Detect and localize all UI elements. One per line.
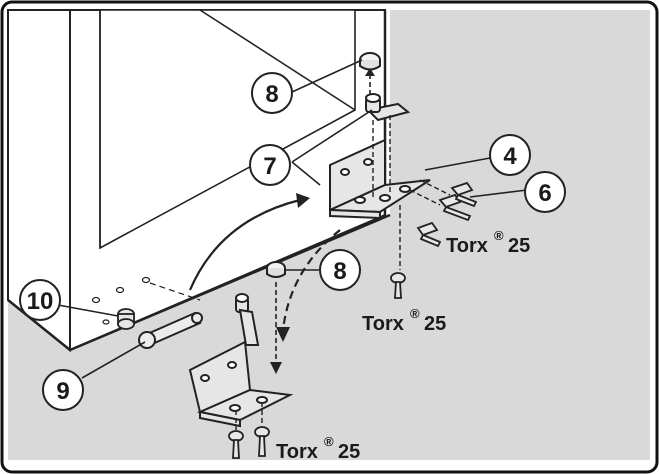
upper-cover-cap: [359, 52, 381, 71]
callout-8-lower-label: 8: [333, 258, 346, 285]
lower-bracket-screws: [228, 426, 270, 459]
torx-label-right-text: Torx: [446, 235, 488, 257]
callout-9-label: 9: [56, 378, 69, 405]
torx-label-right-reg: ®: [494, 228, 504, 243]
callout-8-upper: 8: [251, 72, 293, 114]
torx-label-middle-text: Torx: [362, 313, 404, 335]
torx-label-middle: Torx ® 25: [362, 306, 446, 335]
callout-6-label: 6: [538, 180, 551, 207]
move-arrow-up: [188, 198, 301, 291]
door-shadow-line: [199, 9, 356, 111]
upper-hinge-bracket: [329, 138, 431, 220]
torx-label-lower-text: Torx: [276, 441, 318, 463]
callout-7-label: 7: [263, 153, 276, 180]
callout-7: 7: [249, 144, 291, 186]
leader-lines: [57, 59, 528, 379]
callout-4-label: 4: [503, 143, 517, 170]
callout-6: 6: [524, 171, 566, 213]
door-cover-cap: [138, 311, 203, 349]
callout-4: 4: [489, 134, 531, 176]
torx-label-lower: Torx ® 25: [276, 434, 360, 463]
upper-hinge-pin: [365, 93, 411, 122]
callout-8-upper-label: 8: [265, 81, 278, 108]
torx-label-lower-reg: ®: [324, 434, 334, 449]
upper-bracket-screws: [390, 181, 478, 299]
lower-hinge-pin: [235, 293, 260, 346]
torx-label-lower-size: 25: [338, 441, 360, 463]
torx-label-middle-reg: ®: [410, 306, 420, 321]
door-pin-bushing: [117, 308, 135, 330]
torx-label-right: Torx ® 25: [446, 228, 530, 257]
lower-cover-cap: [266, 261, 286, 278]
callout-10-label: 10: [27, 288, 54, 315]
move-arrow-down: [281, 229, 341, 331]
torx-label-middle-size: 25: [424, 313, 446, 335]
torx-label-right-size: 25: [508, 235, 530, 257]
callout-8-lower: 8: [319, 249, 361, 291]
callout-10: 10: [19, 279, 61, 321]
lower-hinge-bracket: [188, 340, 294, 428]
floor-panel: [8, 215, 390, 460]
callout-9: 9: [42, 369, 84, 411]
